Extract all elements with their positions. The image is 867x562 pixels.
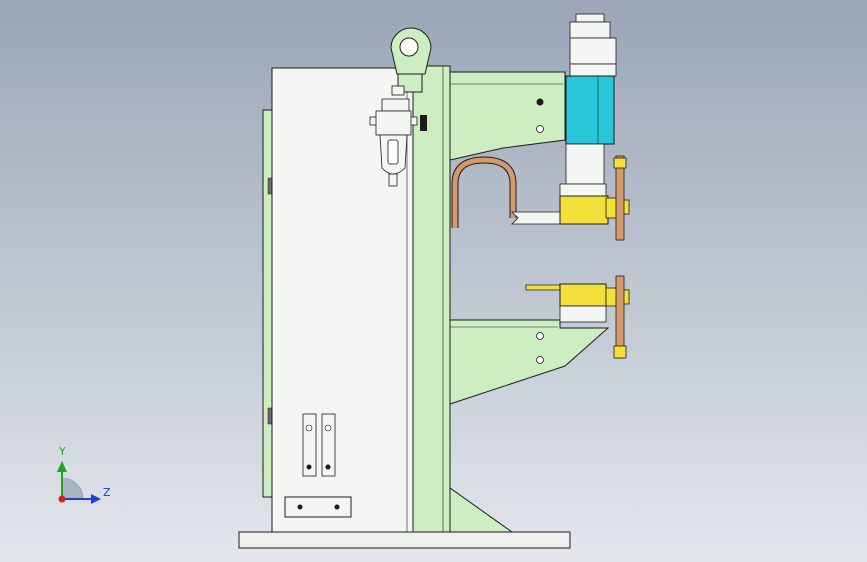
- upper-arm-hole-1: [536, 98, 544, 106]
- cabinet-nameplate: [284, 496, 352, 518]
- upper-arm[interactable]: [449, 71, 566, 161]
- door-hinge-top: [267, 177, 273, 195]
- lifting-eye[interactable]: [390, 27, 432, 93]
- cylinder-body: [565, 75, 615, 145]
- triad-z-label: Z: [103, 486, 111, 499]
- upper-arm-hole-2: [536, 125, 544, 133]
- main-column[interactable]: [412, 65, 451, 533]
- lower-electrode[interactable]: [613, 275, 627, 359]
- pneumatic-cylinder[interactable]: [559, 13, 617, 209]
- lower-arm-hole-1: [536, 332, 544, 340]
- lower-arm[interactable]: [449, 319, 610, 405]
- triad-y-label: Y: [58, 445, 66, 458]
- triad-x-axis: [58, 495, 66, 503]
- lower-electrode-holder[interactable]: [525, 283, 630, 323]
- copper-connector-fill: [452, 157, 516, 228]
- upper-electrode[interactable]: [613, 155, 627, 241]
- switch-panel[interactable]: [302, 413, 336, 477]
- piston-rod: [565, 143, 605, 185]
- coordinate-triad: Y Z: [57, 445, 111, 504]
- lower-arm-hole-2: [536, 356, 544, 364]
- foot-gusset: [449, 487, 514, 533]
- upper-electrode-holder[interactable]: [511, 195, 630, 225]
- air-filter-regulator[interactable]: [369, 85, 427, 187]
- copper-connector: [451, 156, 517, 228]
- base-plate[interactable]: [238, 531, 571, 549]
- door-hinge-bottom: [267, 407, 273, 425]
- side-door-panel[interactable]: [262, 109, 273, 498]
